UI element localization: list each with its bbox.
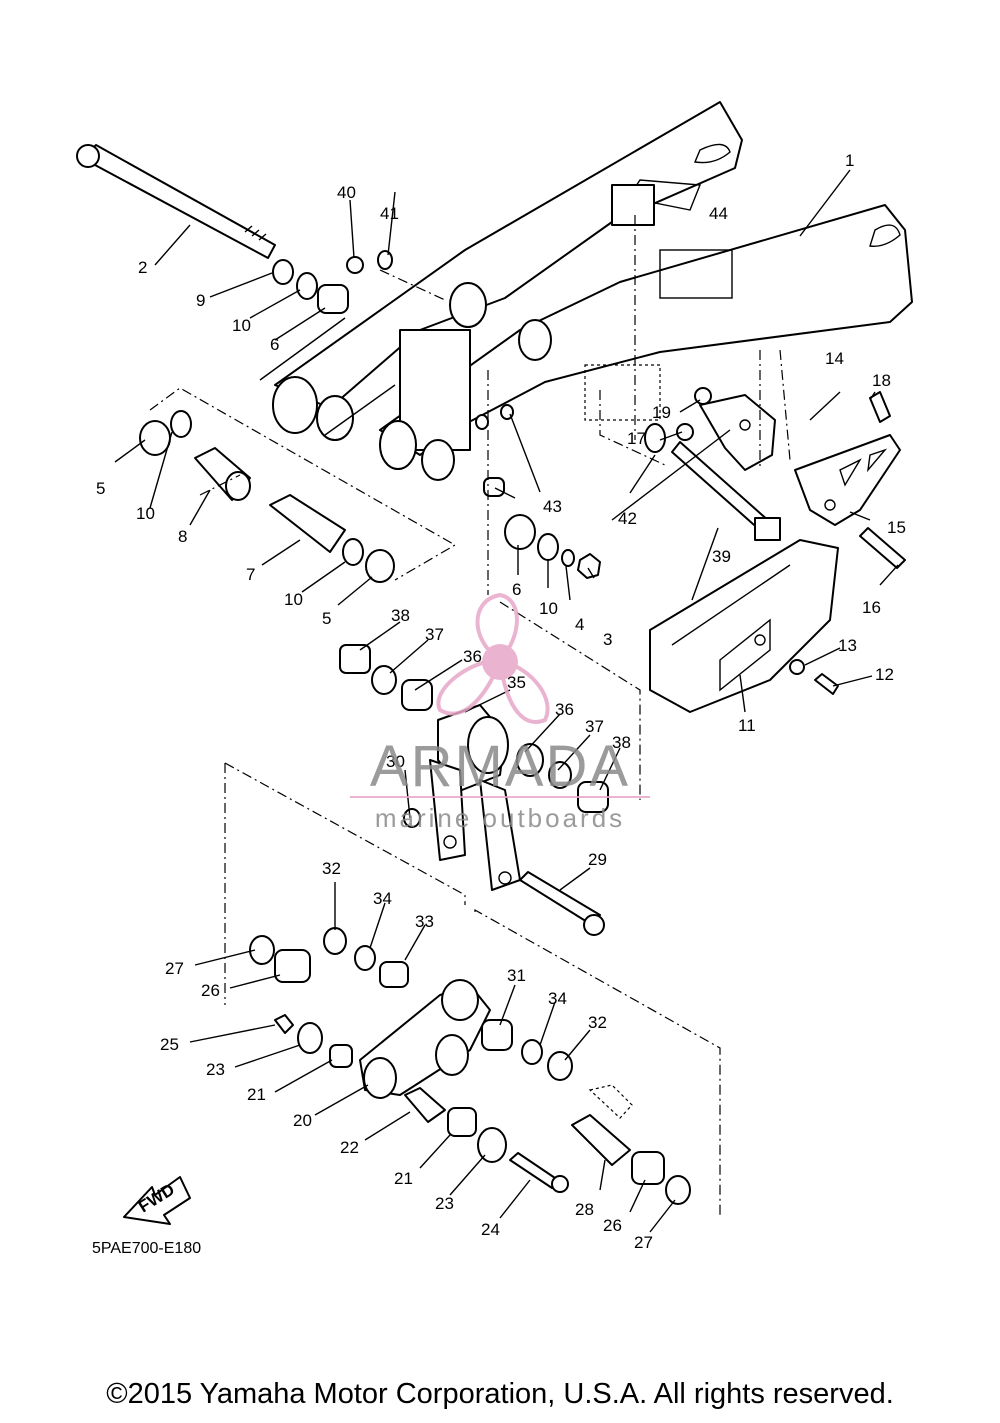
callout-32b: 32 xyxy=(588,1013,607,1032)
callout-26a: 26 xyxy=(201,981,220,1000)
callout-22: 22 xyxy=(340,1138,359,1157)
callout-41: 41 xyxy=(380,204,399,223)
callout-36b: 36 xyxy=(555,700,574,719)
callout-2: 2 xyxy=(138,258,147,277)
callout-24: 24 xyxy=(481,1220,500,1239)
callout-44: 44 xyxy=(709,204,728,223)
assembly-lines xyxy=(149,215,791,1215)
callout-42: 42 xyxy=(618,509,637,528)
callout-13: 13 xyxy=(838,636,857,655)
callout-5b: 5 xyxy=(322,609,331,628)
chain-guide-bracket xyxy=(676,387,906,569)
callout-21a: 21 xyxy=(247,1085,266,1104)
callout-11: 11 xyxy=(738,716,756,735)
watermark: ARMADA marine outboards xyxy=(350,592,650,833)
chain-slider xyxy=(649,539,839,713)
callout-6b: 6 xyxy=(512,580,521,599)
callout-labels: 1 2 3 4 5 5 6 6 7 8 9 10 10 10 10 11 12 … xyxy=(96,151,906,1252)
callout-7: 7 xyxy=(246,565,255,584)
propeller-logo-icon xyxy=(436,592,550,724)
callout-28: 28 xyxy=(575,1200,594,1219)
callout-27a: 27 xyxy=(165,959,184,978)
callout-34a: 34 xyxy=(373,889,392,908)
lower-linkage xyxy=(249,927,691,1205)
swingarm-drawing xyxy=(259,101,913,481)
callout-12: 12 xyxy=(875,665,894,684)
callout-39: 39 xyxy=(712,547,731,566)
callout-38a: 38 xyxy=(391,606,410,625)
callout-4: 4 xyxy=(575,615,584,634)
callout-1: 1 xyxy=(845,151,854,170)
callout-8: 8 xyxy=(178,527,187,546)
callout-31: 31 xyxy=(507,966,526,985)
callout-14: 14 xyxy=(825,349,844,368)
callout-19: 19 xyxy=(652,403,671,422)
callout-29: 29 xyxy=(588,850,607,869)
watermark-tagline: marine outboards xyxy=(375,803,625,833)
callout-16: 16 xyxy=(862,598,881,617)
watermark-brand: ARMADA xyxy=(370,734,630,799)
callout-5a: 5 xyxy=(96,479,105,498)
callout-36a: 36 xyxy=(463,647,482,666)
callout-26b: 26 xyxy=(603,1216,622,1235)
callout-43: 43 xyxy=(543,497,562,516)
callout-20: 20 xyxy=(293,1111,312,1130)
callout-9: 9 xyxy=(196,291,205,310)
callout-38b: 38 xyxy=(612,733,631,752)
callout-6a: 6 xyxy=(270,335,279,354)
callout-35: 35 xyxy=(507,673,526,692)
callout-30: 30 xyxy=(386,752,405,771)
callout-34b: 34 xyxy=(548,989,567,1008)
callout-10b: 10 xyxy=(136,504,155,523)
callout-37a: 37 xyxy=(425,625,444,644)
fwd-arrow-icon: FWD xyxy=(123,1176,191,1225)
callout-23a: 23 xyxy=(206,1060,225,1079)
callout-33: 33 xyxy=(415,912,434,931)
callout-37b: 37 xyxy=(585,717,604,736)
callout-32a: 32 xyxy=(322,859,341,878)
relay-arm-linkage xyxy=(339,644,609,936)
callout-25: 25 xyxy=(160,1035,179,1054)
callout-10a: 10 xyxy=(232,316,251,335)
copyright-footer: ©2015 Yamaha Motor Corporation, U.S.A. A… xyxy=(106,1378,894,1410)
leader-lines xyxy=(114,169,899,1233)
callout-15: 15 xyxy=(887,518,906,537)
callout-23b: 23 xyxy=(435,1194,454,1213)
pivot-shaft xyxy=(76,144,276,259)
callout-10d: 10 xyxy=(539,599,558,618)
callout-27b: 27 xyxy=(634,1233,653,1252)
diagram-code: 5PAE700-E180 xyxy=(92,1240,202,1257)
callout-10c: 10 xyxy=(284,590,303,609)
small-parts xyxy=(139,250,781,583)
callout-18: 18 xyxy=(872,371,891,390)
callout-40: 40 xyxy=(337,183,356,202)
callout-21b: 21 xyxy=(394,1169,413,1188)
callout-17: 17 xyxy=(627,429,646,448)
callout-3: 3 xyxy=(603,630,612,649)
